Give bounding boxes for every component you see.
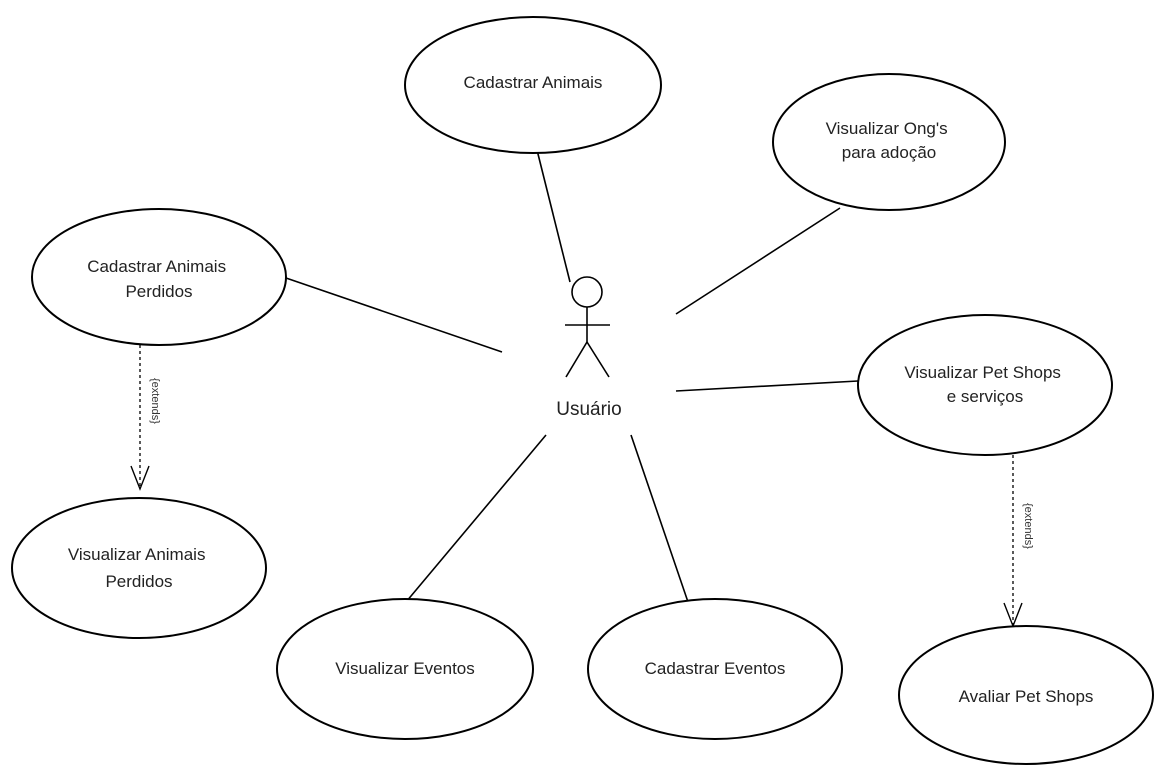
use-case-avaliar-pet-shops: Avaliar Pet Shops (898, 625, 1154, 765)
use-case-label: Cadastrar Animais Perdidos (87, 257, 231, 301)
association-cadastrar-eventos (630, 434, 689, 603)
use-case-ellipse (276, 598, 534, 740)
extends-relation-pet-shops: {extends} (1003, 455, 1034, 628)
use-case-ellipse (31, 208, 287, 346)
association-visualizar-eventos (405, 434, 547, 603)
use-case-label: Visualizar Animais Perdidos (68, 545, 210, 591)
extends-label: {extends} (1022, 503, 1034, 549)
extends-arrowhead (130, 465, 150, 491)
use-case-label: Cadastrar Eventos (645, 659, 786, 678)
use-case-ellipse (587, 598, 843, 740)
use-case-label-line: para adoção (842, 143, 937, 162)
actor-head (571, 276, 603, 308)
use-case-label-line: e serviços (947, 387, 1024, 406)
use-case-visualizar-pet-shops: Visualizar Pet Shops e serviços (857, 314, 1113, 456)
use-case-cadastrar-animais: Cadastrar Animais (404, 16, 662, 154)
use-case-ellipse (857, 314, 1113, 456)
use-case-label-line: Visualizar Ong's (826, 119, 948, 138)
use-case-visualizar-animais-perdidos: Visualizar Animais Perdidos (11, 497, 267, 639)
use-case-ellipse (404, 16, 662, 154)
use-case-label-line: Visualizar Animais (68, 545, 206, 564)
use-case-label: Visualizar Ong's para adoção (826, 119, 953, 162)
actor-stick-figure-icon (565, 276, 610, 378)
use-case-label-line: Cadastrar Eventos (645, 659, 786, 678)
association-visualizar-ongs (675, 207, 841, 315)
actor-usuario: Usuário (556, 276, 622, 420)
association-cadastrar-animais (536, 149, 571, 283)
use-case-visualizar-ongs: Visualizar Ong's para adoção (772, 73, 1006, 211)
extends-label: {extends} (149, 378, 161, 424)
use-case-label-line: Perdidos (125, 282, 192, 301)
use-case-label: Visualizar Eventos (335, 659, 475, 678)
associations (285, 149, 859, 603)
use-case-label: Visualizar Pet Shops e serviços (904, 363, 1065, 406)
use-case-ellipse (772, 73, 1006, 211)
use-case-label: Cadastrar Animais (464, 73, 603, 92)
use-case-label-line: Cadastrar Animais (87, 257, 226, 276)
use-case-cadastrar-eventos: Cadastrar Eventos (587, 598, 843, 740)
use-case-label-line: Perdidos (105, 572, 172, 591)
use-case-label-line: Visualizar Pet Shops (904, 363, 1061, 382)
actor-label: Usuário (556, 399, 621, 420)
use-case-label-line: Cadastrar Animais (464, 73, 603, 92)
actor-right-leg (586, 341, 610, 378)
association-cadastrar-animais-perdidos (285, 277, 503, 353)
use-case-visualizar-eventos: Visualizar Eventos (276, 598, 534, 740)
use-case-label-line: Visualizar Eventos (335, 659, 475, 678)
use-case-label: Avaliar Pet Shops (959, 687, 1094, 706)
use-case-ellipse (11, 497, 267, 639)
extends-relation-animais-perdidos: {extends} (130, 345, 161, 491)
association-visualizar-pet-shops (675, 380, 859, 392)
use-case-label-line: Avaliar Pet Shops (959, 687, 1094, 706)
actor-left-leg (565, 341, 588, 378)
use-case-ellipse (898, 625, 1154, 765)
use-case-cadastrar-animais-perdidos: Cadastrar Animais Perdidos (31, 208, 287, 346)
